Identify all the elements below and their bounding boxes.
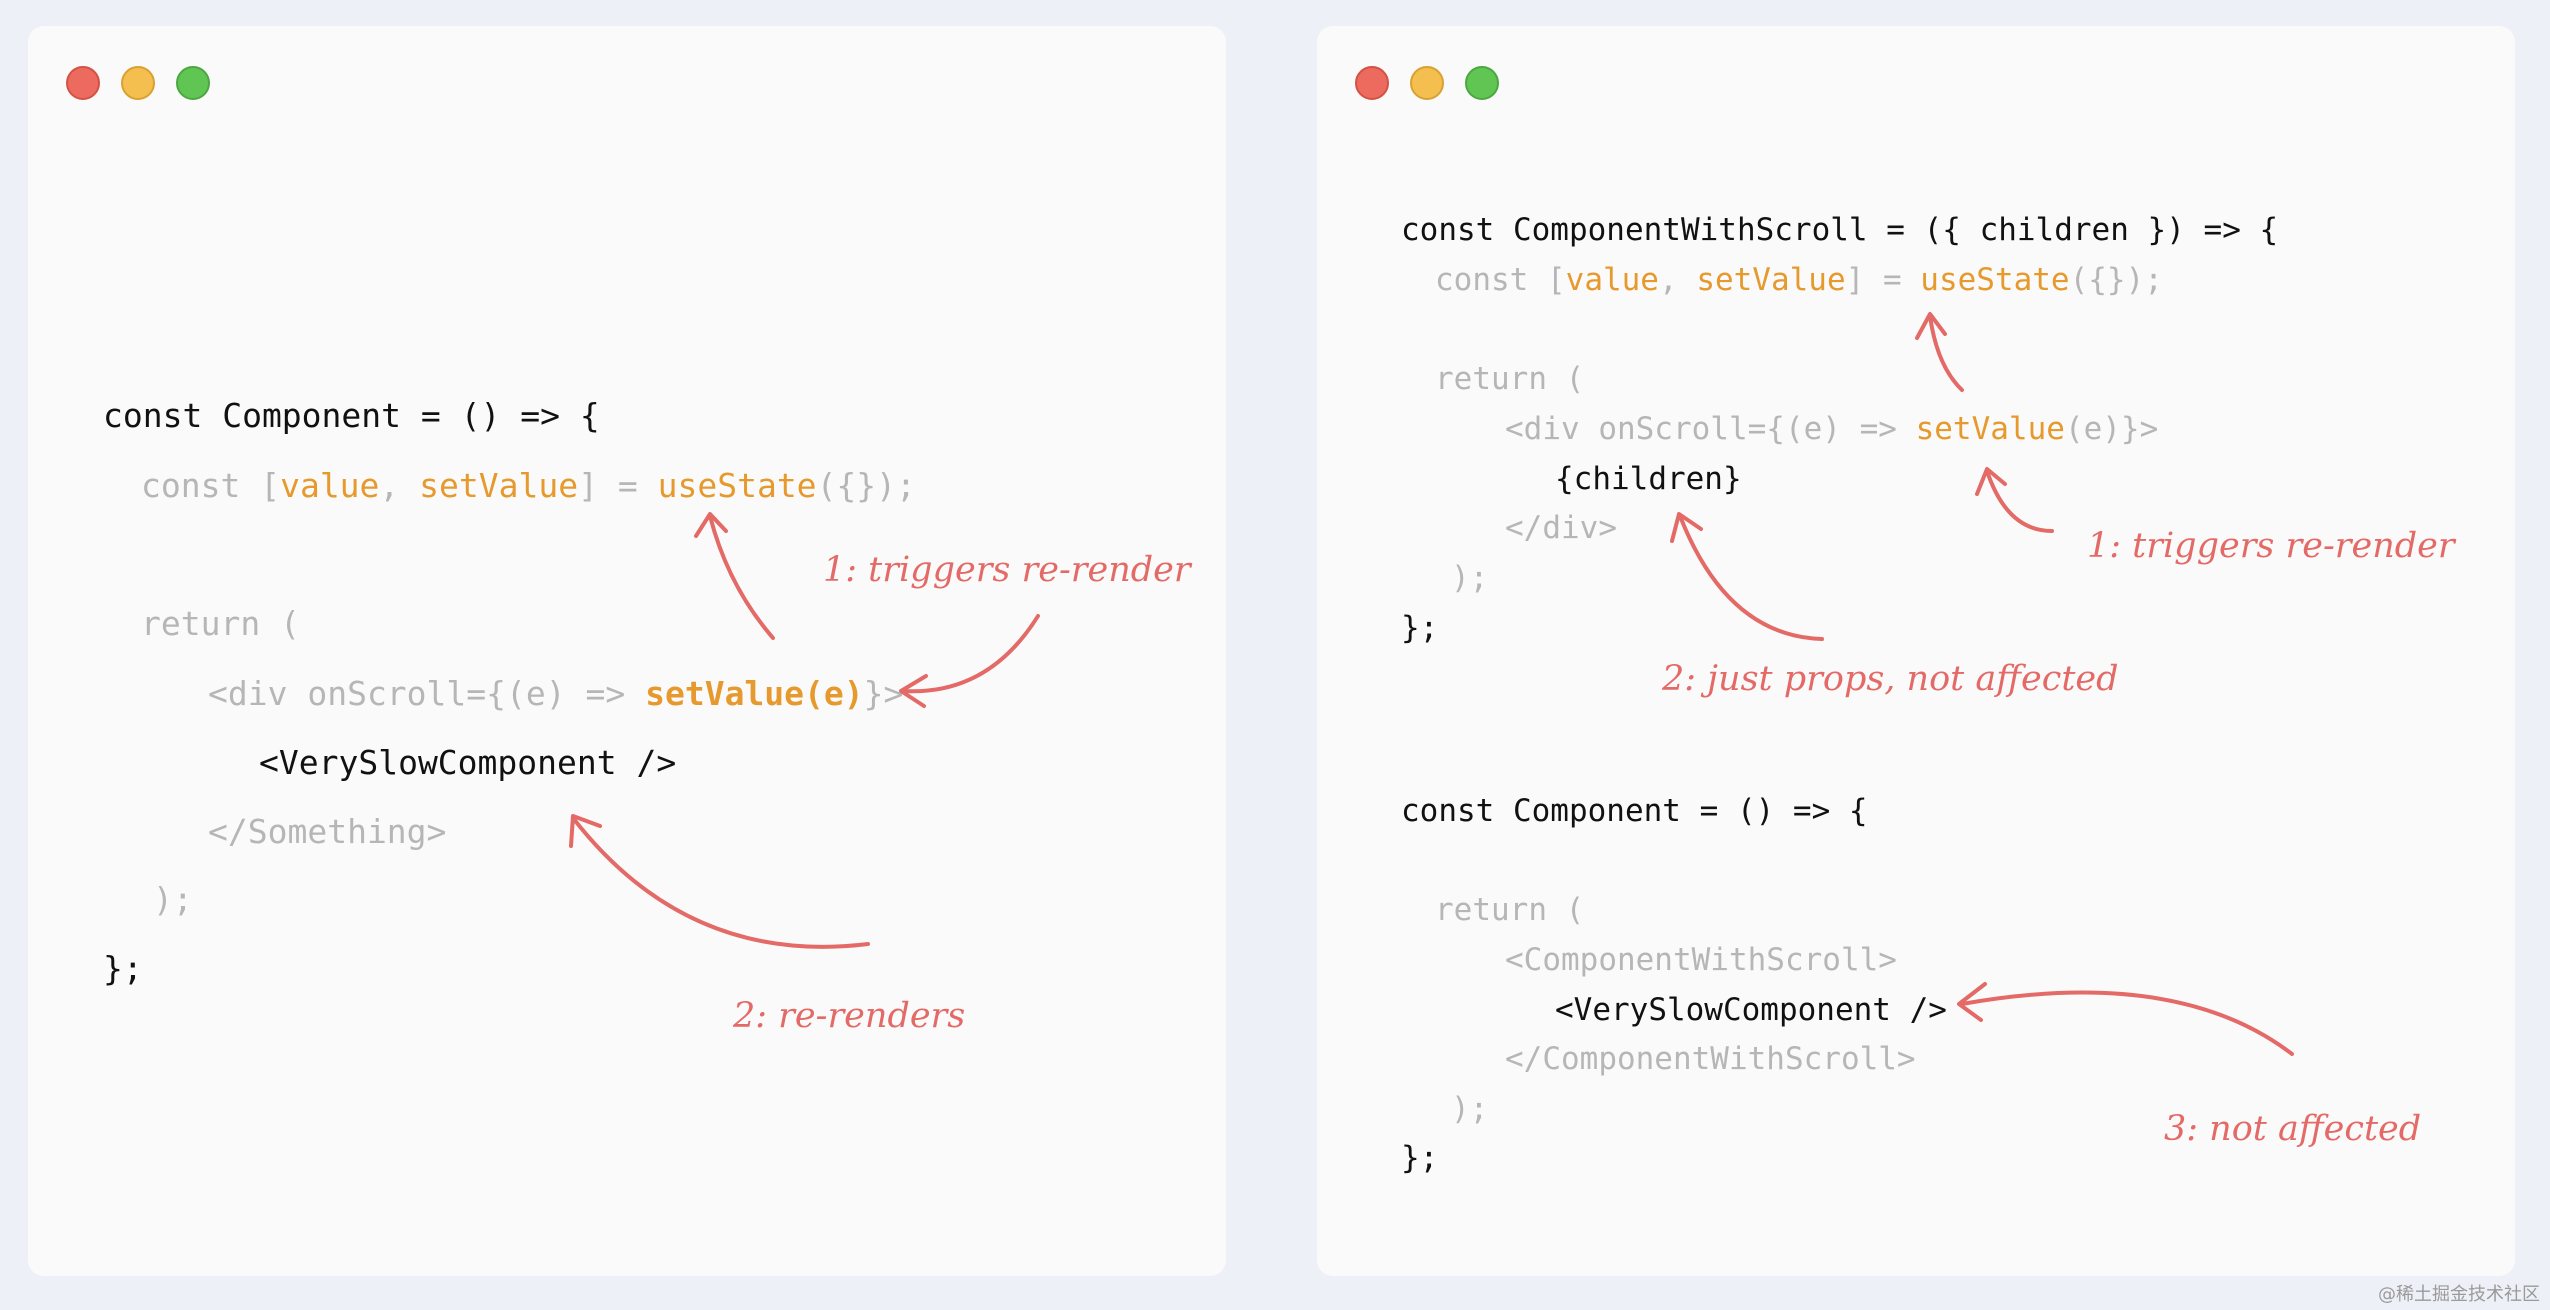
arrow-to-setvalue [901, 614, 1040, 694]
annotation-triggers-rerender: 1: triggers re-render [823, 550, 1191, 590]
annotation-arrows [1670, 312, 2294, 1056]
watermark: @稀土掘金技术社区 [2378, 1284, 2540, 1305]
code-line: const Component = () => { [103, 396, 600, 435]
arrow-to-children [1678, 514, 1824, 641]
code-line: </ComponentWithScroll> [1505, 1041, 1916, 1077]
arrow-to-veryslow-head [569, 814, 602, 848]
code-line: return ( [1435, 361, 1585, 397]
code-line: </div> [1505, 510, 1617, 546]
code-line: <VerySlowComponent /> [1555, 992, 1947, 1028]
annotation-just-props: 2: just props, not affected [1662, 659, 2119, 699]
code-line: <VerySlowComponent /> [259, 743, 677, 782]
code-line: <div onScroll={(e) => setValue(e)}> [208, 674, 904, 713]
annotation-triggers-rerender: 1: triggers re-render [2087, 526, 2455, 566]
zoom-dot-icon [1465, 66, 1499, 100]
arrow-to-setvalue-head [1975, 467, 2007, 496]
arrow-to-veryslow [1960, 990, 2294, 1056]
minimize-dot-icon [121, 66, 155, 100]
annotation-arrows [569, 512, 1040, 949]
arrow-to-usestate [708, 514, 775, 640]
arrow-to-usestate-head [1915, 312, 1947, 340]
code-line: </Something> [208, 812, 447, 851]
code-block: const Component = () => { const [value, … [28, 26, 916, 988]
code-line: }; [1401, 1140, 1439, 1176]
annotation-rerenders: 2: re-renders [733, 996, 966, 1036]
code-line: }; [1401, 610, 1439, 646]
close-dot-icon [66, 66, 100, 100]
code-line: ); [1451, 1091, 1489, 1127]
window-controls [1355, 66, 1499, 100]
code-line: return ( [1435, 892, 1585, 928]
code-line: return ( [141, 604, 300, 643]
arrow-to-veryslow-head [1957, 982, 1987, 1022]
code-line: <div onScroll={(e) => setValue(e)}> [1505, 411, 2159, 447]
code-block: const ComponentWithScroll = ({ children … [1317, 26, 2278, 1176]
annotation-not-affected: 3: not affected [2164, 1109, 2422, 1149]
arrow-to-usestate [1928, 314, 1964, 392]
code-line: }; [103, 949, 143, 988]
arrow-to-children-head [1670, 512, 1703, 543]
minimize-dot-icon [1410, 66, 1444, 100]
code-line: const Component = () => { [1401, 793, 1868, 829]
code-line: ); [153, 880, 193, 919]
code-line: <ComponentWithScroll> [1505, 942, 1897, 978]
arrow-to-setvalue-head [899, 674, 928, 708]
arrow-to-setvalue [1985, 469, 2054, 533]
window-controls [66, 66, 210, 100]
arrow-to-usestate-head [694, 512, 728, 538]
zoom-dot-icon [176, 66, 210, 100]
code-window-right: const ComponentWithScroll = ({ children … [1317, 26, 2515, 1276]
code-window-left: const Component = () => { const [value, … [28, 26, 1226, 1276]
code-line: const ComponentWithScroll = ({ children … [1401, 212, 2279, 248]
code-line: const [value, setValue] = useState({}); [141, 466, 916, 505]
arrow-to-veryslow [571, 816, 870, 949]
code-line: const [value, setValue] = useState({}); [1435, 262, 2163, 298]
close-dot-icon [1355, 66, 1389, 100]
code-line: {children} [1555, 461, 1742, 497]
code-line: ); [1451, 560, 1489, 596]
